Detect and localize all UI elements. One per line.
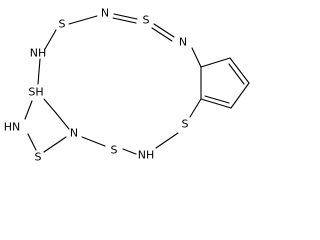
- bond-hn-sh: [24, 100, 33, 120]
- atom-nh-upper: NH: [30, 47, 47, 60]
- ring-bond-2-inner: [228, 63, 245, 85]
- ring-bond-4-inner: [204, 95, 230, 104]
- atom-s-top-right: S: [143, 14, 150, 27]
- bond-n-s-double-b: [112, 17, 137, 24]
- atom-n-right: N: [179, 36, 187, 49]
- bond-nh-s-bottom: [122, 148, 137, 155]
- bond-s-n-double-b: [151, 27, 173, 42]
- bond-sh-ch2: [43, 98, 57, 114]
- ring-bond-1: [200, 57, 231, 68]
- bond-s-n-lower: [81, 136, 106, 147]
- bond-s-n-top: [68, 15, 98, 25]
- bond-n-s-lower: [43, 136, 67, 153]
- bond-s-nh-bottom: [155, 132, 179, 149]
- atom-n-lower: N: [70, 127, 78, 140]
- atom-n-top: N: [101, 7, 109, 20]
- bond-s-n-double-a: [153, 23, 175, 38]
- bond-ring-s: [189, 98, 202, 118]
- bond-ch2-n: [55, 112, 70, 130]
- atom-s-top-left: S: [59, 18, 66, 31]
- ring-bond-3: [230, 82, 250, 109]
- bond-s-hn: [27, 133, 37, 151]
- bond-n-s-double-a: [113, 13, 138, 20]
- ring-bond-2: [229, 57, 250, 84]
- bond-sh-nh: [37, 58, 41, 85]
- atom-sh-mid: SH: [28, 86, 43, 99]
- bond-nh-s: [44, 29, 57, 50]
- atom-s-bottom: S: [111, 144, 118, 157]
- bond-lines: [24, 13, 250, 155]
- molecule-structure: S N S N NH SH HN S N S NH S: [4, 7, 250, 164]
- atom-labels: S N S N NH SH HN S N S NH S: [4, 7, 189, 164]
- atom-hn-lower: HN: [4, 121, 21, 134]
- atom-s-lower-left: S: [35, 151, 42, 164]
- atom-s-right: S: [182, 118, 189, 131]
- atom-nh-bottom: NH: [138, 149, 155, 162]
- ring-bond-4: [200, 98, 232, 109]
- bond-n-ring: [191, 47, 202, 68]
